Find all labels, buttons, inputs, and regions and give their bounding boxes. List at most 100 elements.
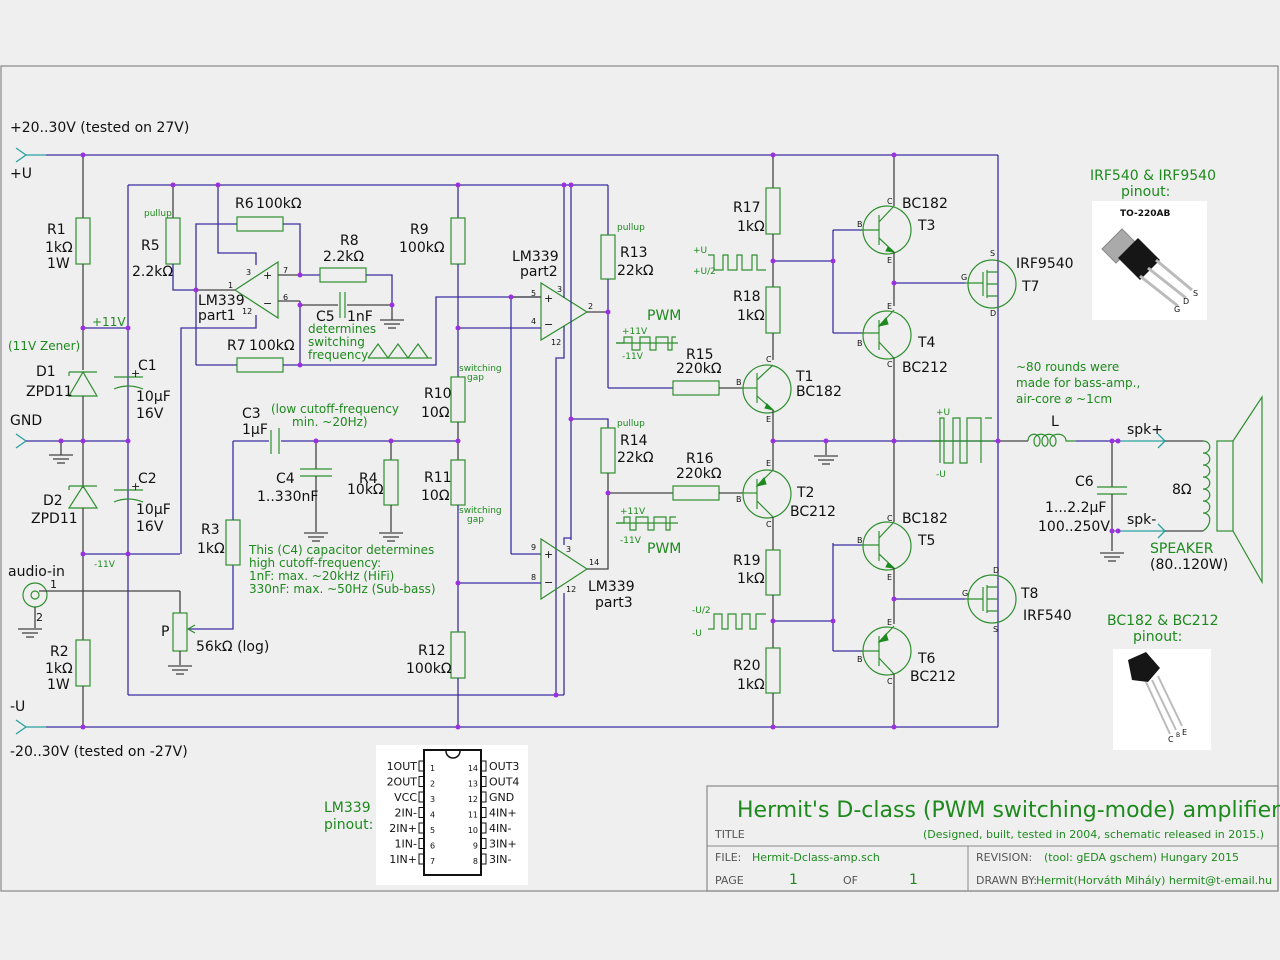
U1c-pin12: 12	[566, 585, 576, 594]
revision-value: (tool: gEDA gschem) Hungary 2015	[1044, 851, 1239, 864]
R10-ref: R10	[424, 386, 452, 402]
R9-ref: R9	[410, 222, 429, 238]
svg-text:+: +	[131, 367, 140, 380]
T8-pin-d: D	[993, 566, 999, 575]
bjt-pin-b: B	[1176, 732, 1180, 739]
lm339-pin-name: GND	[489, 791, 514, 804]
T2-ref: T2	[796, 485, 814, 501]
rail-p11-label: +11V	[92, 315, 126, 329]
svg-text:+: +	[544, 548, 553, 561]
resistor-R3	[225, 519, 241, 566]
zener-D1	[67, 370, 99, 397]
R15-ref: R15	[686, 347, 714, 363]
R20-ref: R20	[733, 658, 761, 674]
U1b-pin12: 12	[551, 338, 561, 347]
pwm-hi-bottom: +11V	[620, 507, 646, 517]
R16-ref: R16	[686, 451, 714, 467]
U1c-pin14: 14	[589, 558, 599, 567]
pwm-hi-top: +11V	[622, 327, 648, 337]
lm339-pin-number: 11	[468, 811, 478, 820]
R13-ref: R13	[620, 245, 648, 261]
speaker-coil	[1202, 440, 1211, 532]
R5-note: pullup	[144, 209, 172, 219]
potentiometer-P[interactable]	[172, 612, 188, 652]
T4-ref: T4	[917, 335, 936, 351]
lm339-pin-stub	[418, 807, 425, 818]
supply-section: +20..30V (tested on 27V) +U GND -U -20..…	[8, 120, 998, 760]
T4-pin-c: C	[887, 360, 893, 369]
U1c-pin3: 3	[566, 545, 571, 554]
wave-pos-icon	[708, 254, 766, 271]
lm339-pin-stub	[418, 853, 425, 865]
svg-text:−: −	[544, 576, 553, 589]
spk-impedance: 8Ω	[1172, 482, 1192, 498]
lm339-pin-number: 4	[430, 811, 435, 820]
R13-value: 22kΩ	[617, 263, 654, 279]
audio-in-label: audio-in	[8, 564, 65, 580]
lm339-pin-number: 8	[473, 857, 478, 866]
c4-note-2: high cutoff-frequency:	[249, 556, 381, 570]
C1-value: 10µF	[136, 389, 171, 405]
bjt-pinout-title: BC182 & BC212	[1107, 613, 1219, 629]
lm339-pin-stub	[480, 760, 487, 772]
svg-text:−: −	[544, 318, 553, 331]
U1a-pin1: 1	[228, 281, 233, 290]
lm339-pin-name: 4IN+	[489, 807, 517, 820]
lm339-pin-name: 1OUT	[387, 760, 418, 773]
C2-ref: C2	[138, 471, 157, 487]
U1b-pin2: 2	[588, 302, 593, 311]
T2-pin-c: C	[766, 520, 772, 529]
neg-port-arrow	[15, 719, 28, 735]
resistor-R7	[236, 357, 284, 373]
inductor-L	[1027, 433, 1076, 447]
R16-value: 220kΩ	[676, 466, 722, 482]
lm339-pin-stub	[418, 838, 425, 849]
R4-value: 10kΩ	[347, 482, 384, 498]
resistor-R19	[765, 549, 781, 596]
audio-in-pin1: 1	[50, 578, 57, 591]
U1a-pin7: 7	[283, 266, 288, 275]
lm339-pin-name: 3IN+	[489, 838, 517, 851]
P-value: 56kΩ (log)	[196, 639, 269, 655]
neg-supply-title: -20..30V (tested on -27V)	[10, 744, 188, 760]
T2-value: BC212	[790, 504, 836, 520]
T1-pin-b: B	[736, 378, 742, 387]
R1-value: 1kΩ	[45, 240, 73, 256]
sheet-subtitle: (Designed, built, tested in 2004, schema…	[923, 828, 1264, 841]
U1b-pin3: 3	[557, 285, 562, 294]
resistor-R9	[450, 217, 466, 265]
R6-value: 100kΩ	[256, 196, 302, 212]
page-label: PAGE	[715, 874, 744, 887]
lm339-pin-name: OUT4	[489, 776, 519, 789]
T4-value: BC212	[902, 360, 948, 376]
lm339-pin-number: 6	[430, 842, 435, 851]
resistor-R10	[450, 376, 466, 423]
C6-ref: C6	[1075, 474, 1094, 490]
L-note-1: ~80 rounds were	[1016, 360, 1119, 374]
lm339-pin-stub	[418, 776, 425, 787]
lm339-pin-name: VCC	[394, 791, 417, 804]
T3-pin-b: B	[857, 220, 863, 229]
U1c-pin9: 9	[531, 543, 536, 552]
T5-pin-c: C	[887, 514, 893, 523]
audio-in-pin2: 2	[36, 611, 43, 624]
bjt-pinout-subtitle: pinout:	[1133, 629, 1182, 645]
resistor-R1	[75, 217, 91, 265]
mosfet-pin-s: S	[1193, 289, 1198, 298]
lm339-pin-stub	[480, 791, 487, 803]
spk-pos-label: spk+	[1127, 422, 1163, 438]
T8-pin-g: G	[962, 589, 968, 598]
junction-dots	[58, 152, 1121, 730]
R1-ref: R1	[47, 222, 66, 238]
C5-note-3: frequency	[308, 348, 368, 362]
R1-power: 1W	[47, 256, 70, 272]
speaker-label: SPEAKER	[1150, 541, 1214, 557]
U1a-pin12: 12	[242, 307, 252, 316]
lm339-pin-name: 2IN-	[395, 807, 417, 820]
U1b-pin5: 5	[531, 289, 536, 298]
pwm-lo-bottom: -11V	[620, 536, 642, 546]
lm339-pin-number: 13	[468, 780, 478, 789]
T5-value: BC182	[902, 511, 948, 527]
audio-in-jack[interactable]	[22, 582, 48, 608]
comparator-part1	[233, 260, 279, 320]
